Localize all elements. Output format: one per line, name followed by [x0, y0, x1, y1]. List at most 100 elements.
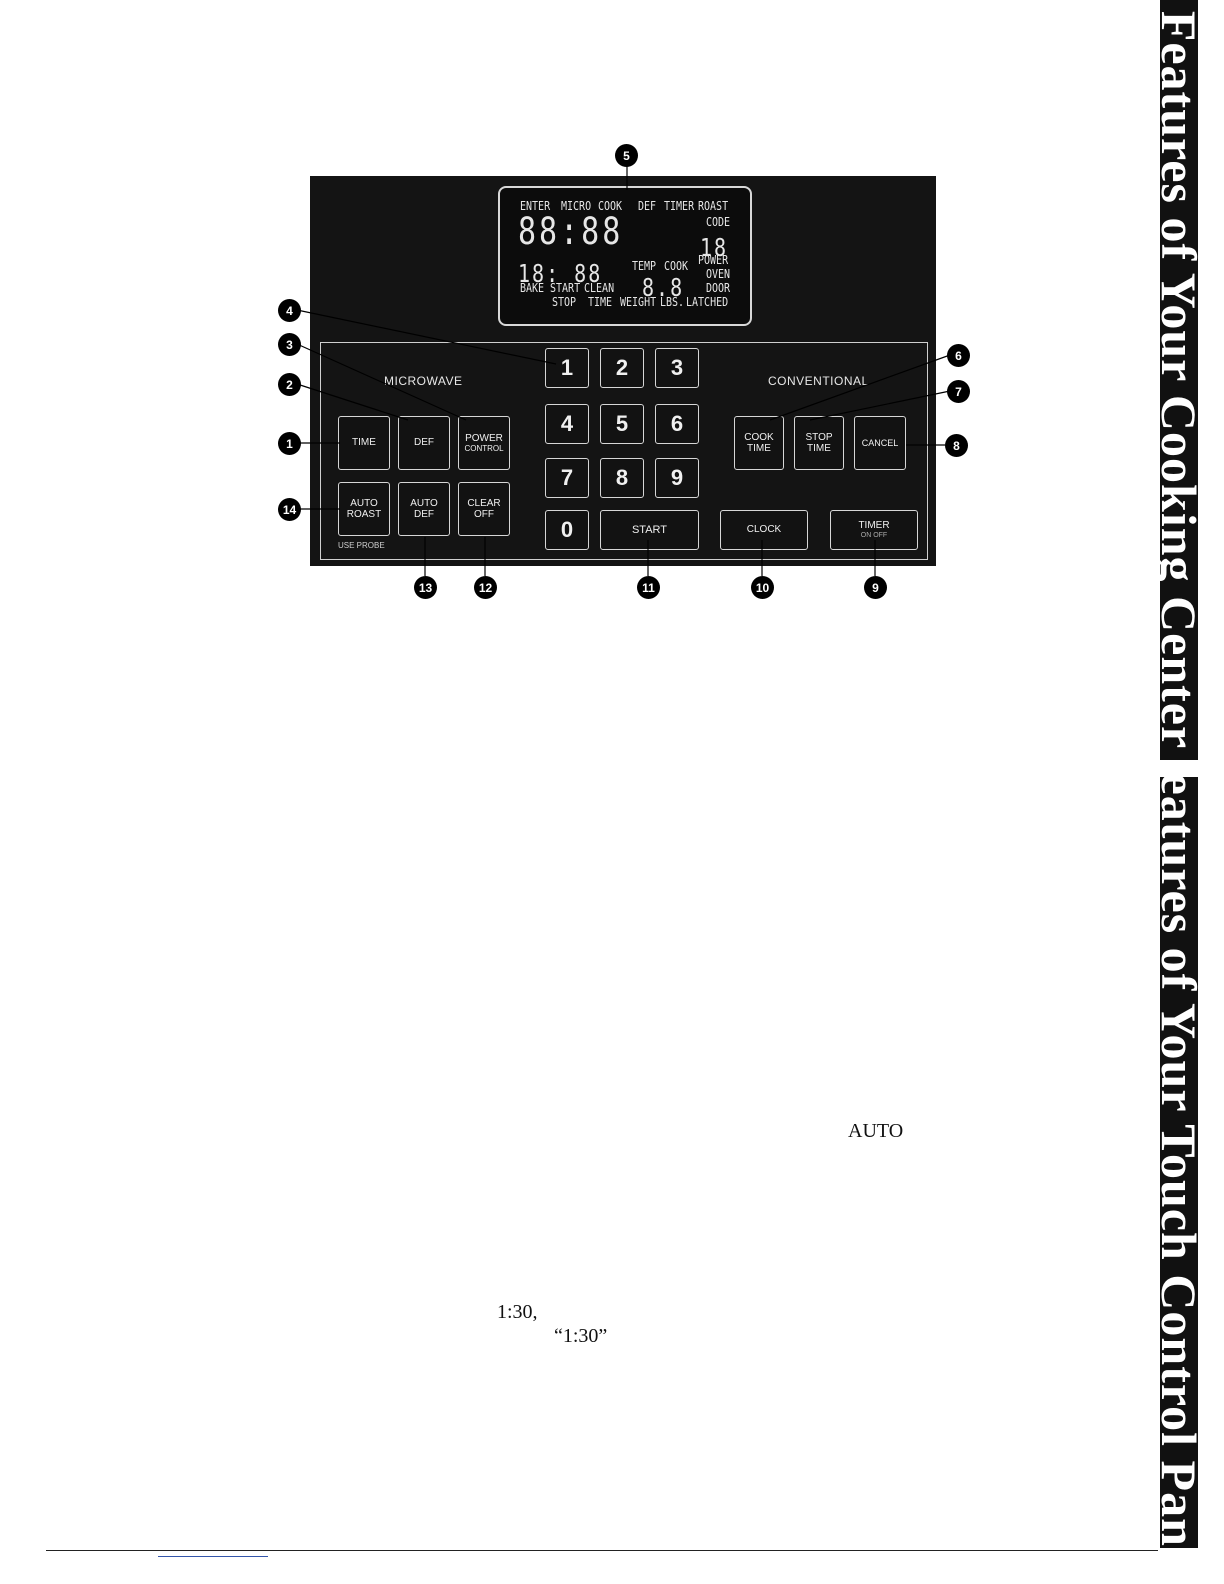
number-key-4[interactable]: 4 — [545, 404, 589, 444]
lcd-timer: TIMER — [664, 200, 695, 214]
lcd-oven: OVEN — [706, 268, 731, 282]
lcd-time: TIME — [588, 296, 613, 310]
callout-7: 7 — [947, 380, 970, 403]
callout-13: 13 — [414, 576, 437, 599]
stop-time-label-2: TIME — [807, 443, 831, 454]
callout-14: 14 — [278, 498, 301, 521]
number-key-2-label: 2 — [615, 355, 629, 381]
clear-off-label-2: OFF — [474, 509, 494, 520]
callout-10: 10 — [751, 576, 774, 599]
callout-1: 1 — [278, 432, 301, 455]
auto-text: AUTO — [848, 1120, 904, 1142]
number-key-0[interactable]: 0 — [545, 510, 589, 550]
control-panel: ENTER MICRO COOK DEF TIMER ROAST 88:88 C… — [310, 176, 936, 566]
number-key-8[interactable]: 8 — [600, 458, 644, 498]
lcd-micro: MICRO — [561, 200, 592, 214]
cook-time-button[interactable]: COOK TIME — [734, 416, 784, 470]
auto-def-label-2: DEF — [414, 509, 434, 520]
callout-9: 9 — [864, 576, 887, 599]
def-button-label: DEF — [414, 437, 434, 449]
power-control-label-2: CONTROL — [464, 444, 504, 454]
clear-off-label-1: CLEAR — [467, 497, 501, 509]
power-control-button[interactable]: POWER CONTROL — [458, 416, 510, 470]
number-key-5-label: 5 — [615, 411, 629, 437]
clock-button-label: CLOCK — [746, 524, 782, 536]
time-quote-text: “1:30” — [554, 1325, 608, 1347]
conventional-label: CONVENTIONAL — [768, 374, 869, 388]
timer-label-2: ON OFF — [860, 531, 888, 539]
number-key-7[interactable]: 7 — [545, 458, 589, 498]
side-tab-cooking-center-text: Features of Your Cooking Center — [1160, 10, 1198, 750]
lcd-temp: TEMP — [632, 260, 657, 274]
clear-off-button[interactable]: CLEAR OFF — [458, 482, 510, 536]
number-key-5[interactable]: 5 — [600, 404, 644, 444]
microwave-label: MICROWAVE — [384, 374, 463, 388]
auto-def-label-1: AUTO — [410, 497, 438, 509]
lcd-bake: BAKE — [520, 282, 545, 296]
callout-2: 2 — [278, 373, 301, 396]
lcd-door: DOOR — [706, 282, 731, 296]
number-key-9-label: 9 — [670, 465, 684, 491]
number-key-3[interactable]: 3 — [655, 348, 699, 388]
side-tab-touch-control: Features of Your Touch Control Panel — [1160, 777, 1198, 1548]
start-button-label: START — [631, 523, 668, 536]
lcd-roast: ROAST — [698, 200, 729, 214]
number-key-9[interactable]: 9 — [655, 458, 699, 498]
number-key-1-label: 1 — [560, 355, 574, 381]
auto-roast-label-1: AUTO — [350, 497, 378, 509]
def-button[interactable]: DEF — [398, 416, 450, 470]
side-tab-cooking-center: Features of Your Cooking Center — [1160, 0, 1198, 760]
auto-roast-button[interactable]: AUTO ROAST — [338, 482, 390, 536]
lcd-start: START — [550, 282, 581, 296]
cancel-button-label: CANCEL — [861, 437, 899, 448]
callout-6: 6 — [947, 344, 970, 367]
cook-time-label-1: COOK — [744, 431, 774, 443]
callout-11: 11 — [637, 576, 660, 599]
number-key-4-label: 4 — [560, 411, 574, 437]
auto-roast-label-2: ROAST — [346, 509, 382, 520]
lcd-power: POWER — [698, 254, 729, 268]
start-button[interactable]: START — [600, 510, 699, 550]
callout-5: 5 — [615, 144, 638, 167]
number-key-6[interactable]: 6 — [655, 404, 699, 444]
use-probe-label: USE PROBE — [338, 541, 385, 550]
lcd-lbs: LBS. — [660, 296, 685, 310]
auto-def-button[interactable]: AUTO DEF — [398, 482, 450, 536]
number-key-1[interactable]: 1 — [545, 348, 589, 388]
number-key-0-label: 0 — [560, 517, 574, 543]
number-key-2[interactable]: 2 — [600, 348, 644, 388]
lcd-clock-digits: 18: 88 — [518, 258, 603, 288]
stop-time-button[interactable]: STOP TIME — [794, 416, 844, 470]
time-value-text: 1:30, — [497, 1301, 538, 1323]
number-key-7-label: 7 — [560, 465, 574, 491]
lcd-def: DEF — [638, 200, 657, 214]
lcd-cook: COOK — [598, 200, 623, 214]
callout-3: 3 — [278, 333, 301, 356]
bottom-accent-rule — [158, 1556, 268, 1557]
lcd-code-label: CODE — [706, 216, 731, 230]
number-key-6-label: 6 — [670, 411, 684, 437]
callout-4: 4 — [278, 299, 301, 322]
number-key-8-label: 8 — [615, 465, 629, 491]
cancel-button[interactable]: CANCEL — [854, 416, 906, 470]
time-button-label: TIME — [352, 437, 376, 449]
lcd-enter: ENTER — [520, 200, 551, 214]
timer-label-1: TIMER — [858, 520, 890, 532]
lcd-latched: LATCHED — [686, 296, 729, 310]
clock-button[interactable]: CLOCK — [720, 510, 808, 550]
callout-12: 12 — [474, 576, 497, 599]
lcd-clean: CLEAN — [584, 282, 615, 296]
bottom-rule — [46, 1550, 1158, 1551]
lcd-mid-digits: 8.8 — [642, 272, 685, 302]
lcd-main-digits: 88:88 — [518, 210, 624, 254]
lcd-code-digits: 18 — [700, 232, 729, 262]
timer-on-off-button[interactable]: TIMER ON OFF — [830, 510, 918, 550]
lcd-stop: STOP — [552, 296, 577, 310]
lcd-weight: WEIGHT — [620, 296, 657, 310]
cook-time-label-2: TIME — [747, 443, 771, 454]
lcd-display: ENTER MICRO COOK DEF TIMER ROAST 88:88 C… — [498, 186, 752, 326]
callout-8: 8 — [945, 434, 968, 457]
number-key-3-label: 3 — [670, 355, 684, 381]
time-button[interactable]: TIME — [338, 416, 390, 470]
side-tab-touch-control-text: Features of Your Touch Control Panel — [1160, 777, 1198, 1548]
